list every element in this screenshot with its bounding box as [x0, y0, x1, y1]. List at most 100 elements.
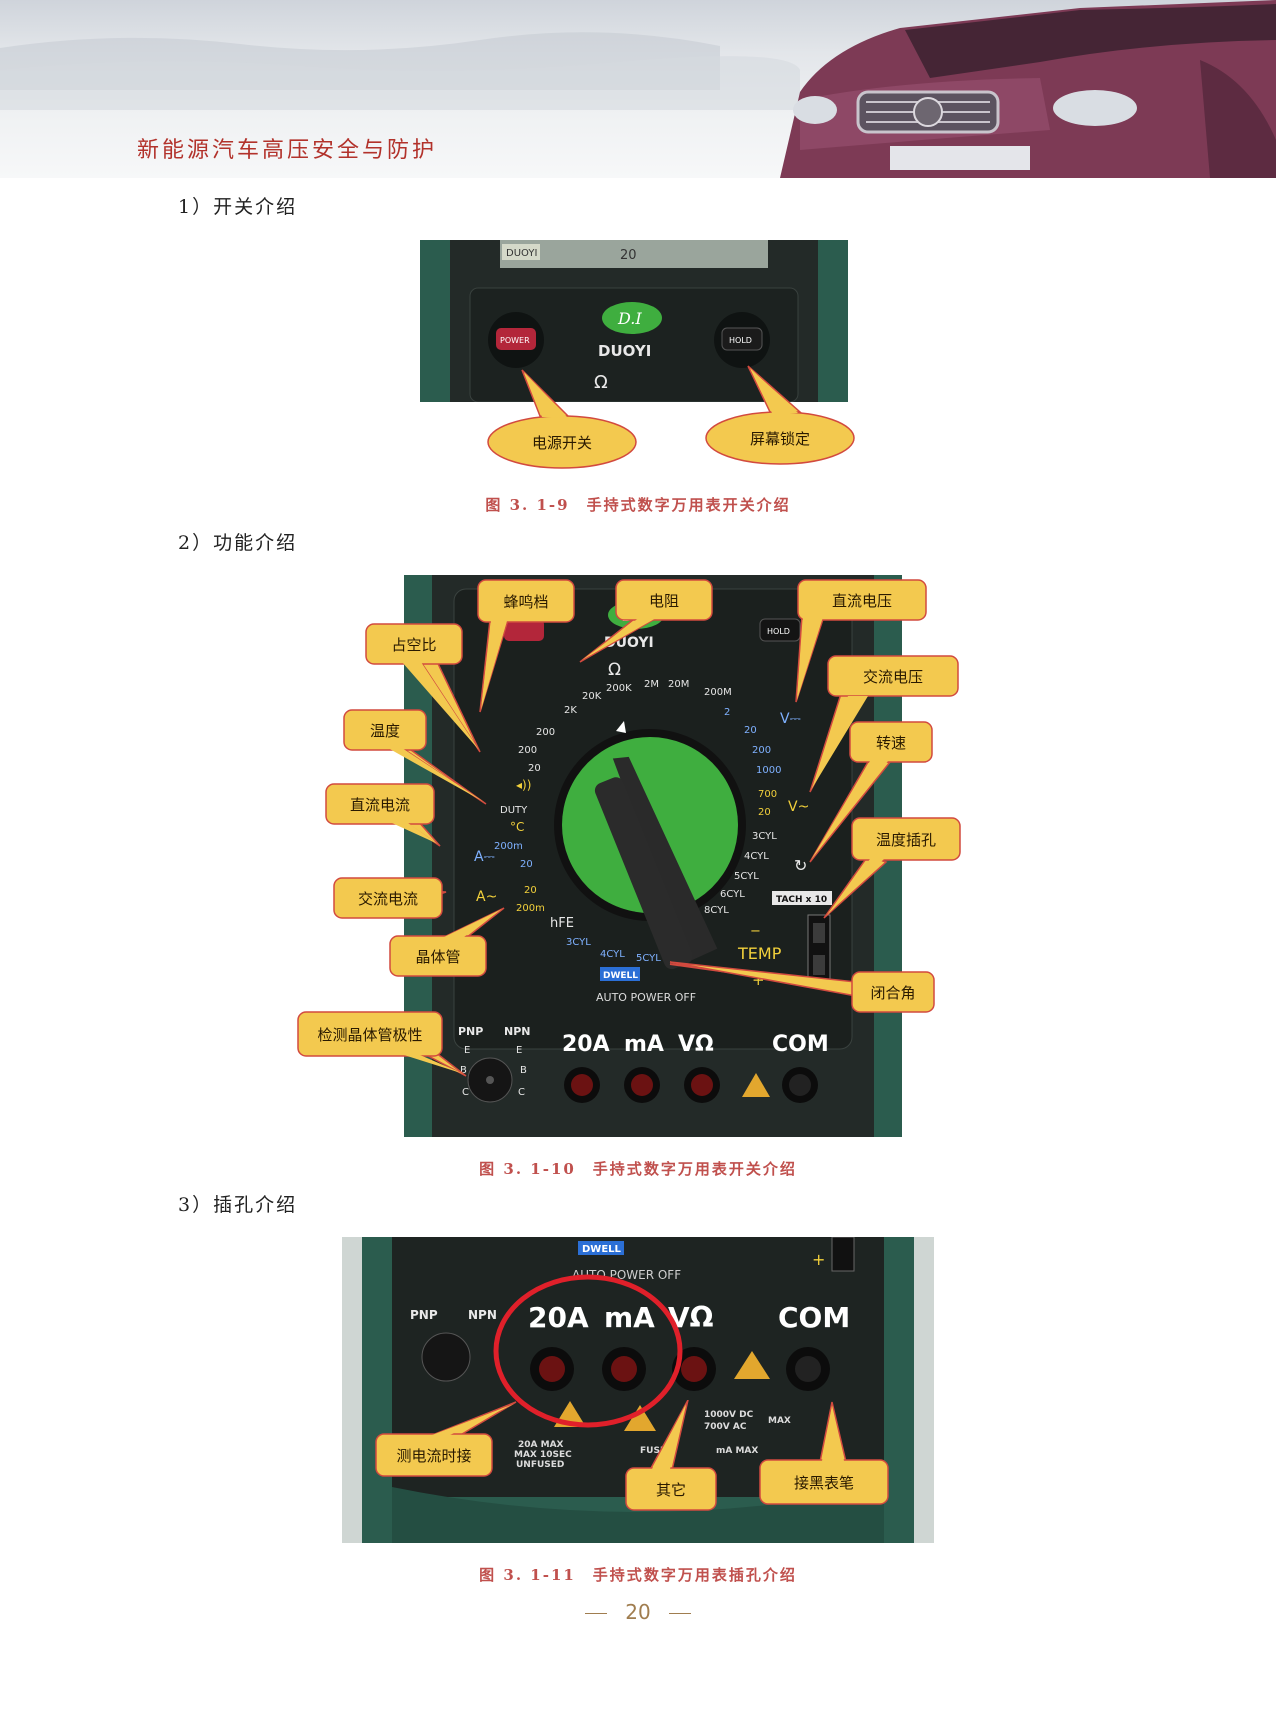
socket-e1: E — [464, 1045, 470, 1056]
figure1-callouts: 电源开关 屏幕锁定 — [487, 365, 855, 469]
figure2-callouts: .cb{fill:#f3c94f;stroke:#d24a3f;stroke-w… — [297, 579, 961, 1077]
callout-dc-current: 直流电流 — [325, 783, 441, 847]
car-illustration — [780, 0, 1276, 178]
rpm-icon: ↻ — [794, 856, 807, 875]
acv-range-700: 700 — [758, 789, 777, 800]
figure3-callouts: 测电流时接 其它 接黑表笔 — [375, 1400, 889, 1511]
temp-minus: − — [750, 924, 761, 939]
jack-v-ohm[interactable] — [691, 1074, 713, 1096]
callout-ac-current: 交流电流 — [333, 877, 447, 919]
jack-20a[interactable] — [571, 1074, 593, 1096]
acv-range-20: 20 — [758, 807, 771, 818]
fig3-jack-20a[interactable] — [539, 1356, 565, 1382]
ohm-range-200m: 200M — [704, 687, 732, 698]
fig3-jack-label-com: COM — [778, 1301, 850, 1334]
duty-label: DUTY — [500, 805, 528, 816]
hold-label: HOLD — [767, 627, 790, 636]
section-title-jacks: 3）插孔介绍 — [178, 1194, 298, 1216]
fig3-jack-com[interactable] — [795, 1356, 821, 1382]
page-number-dash-right — [669, 1613, 692, 1614]
callout-dc-voltage: 直流电压 — [795, 579, 927, 703]
callout-transistor-test-text: 检测晶体管极性 — [317, 1026, 422, 1044]
callout-temp-jack: 温度插孔 — [823, 817, 961, 919]
jack-com[interactable] — [789, 1074, 811, 1096]
fig3-jack-v-ohm[interactable] — [681, 1356, 707, 1382]
brand-logo-text: D.I — [617, 309, 642, 328]
socket-c1: C — [462, 1087, 469, 1098]
callout-ac-voltage-text: 交流电压 — [863, 668, 923, 686]
callout-dwell-text: 闭合角 — [870, 984, 915, 1002]
cyl-3: 3CYL — [752, 831, 777, 842]
ohm-label: Ω — [608, 660, 621, 680]
figure1-caption: 图 3. 1-9 手持式数字万用表开关介绍 — [485, 496, 791, 514]
ohm-range-20k: 20K — [582, 691, 602, 702]
callout-dc-voltage-text: 直流电压 — [832, 592, 892, 610]
figure2-photo: HOLD D.I DUOYI Ω 200 2K 20K 200K 2M 20M … — [404, 575, 902, 1137]
callout-dc-current-text: 直流电流 — [350, 796, 410, 814]
page-number: 20 — [0, 1600, 1276, 1624]
callout-screen-lock-text: 屏幕锁定 — [750, 430, 810, 448]
jack-label-v-ohm: VΩ — [678, 1032, 714, 1057]
power-button[interactable] — [496, 328, 536, 350]
callout-ac-voltage: 交流电压 — [809, 655, 959, 793]
buzz-200: 200 — [518, 745, 537, 756]
meter-dial-illustration: HOLD D.I DUOYI Ω 200 2K 20K 200K 2M 20M … — [404, 575, 902, 1137]
bottom-cyl-3: 3CYL — [566, 937, 591, 948]
jack-label-ma: mA — [624, 1032, 664, 1057]
callout-resistance-text: 电阻 — [649, 592, 679, 610]
callout-transistor-test: 检测晶体管极性 — [297, 1011, 467, 1077]
pnp-label: PNP — [458, 1025, 483, 1038]
display-tag: DUOYI — [506, 248, 537, 259]
dcv-range-2: 2 — [724, 707, 730, 718]
fig3-ma-max: mA MAX — [716, 1446, 758, 1456]
highlight-circle — [493, 1274, 683, 1428]
bottom-cyl-5: 5CYL — [636, 953, 661, 964]
callout-power-switch: 电源开关 — [487, 369, 637, 469]
callout-dwell: 闭合角 — [669, 961, 935, 1013]
socket-b1: B — [460, 1065, 467, 1076]
aca-range-200m: 200m — [516, 903, 545, 914]
jack-ma[interactable] — [631, 1074, 653, 1096]
hfe-label: hFE — [550, 916, 574, 931]
callout-black-lead-text: 接黑表笔 — [794, 1474, 854, 1492]
dca-symbol: A⎓ — [474, 849, 495, 865]
display-value: 20 — [620, 248, 637, 263]
fig3-max: MAX — [768, 1416, 791, 1426]
callout-ac-current-text: 交流电流 — [358, 890, 418, 908]
hold-button-label: HOLD — [729, 336, 752, 345]
buzzer-icon: ◂)) — [516, 778, 531, 792]
temp-label: TEMP — [737, 944, 782, 963]
dcv-range-20: 20 — [744, 725, 757, 736]
fig3-plus: + — [812, 1250, 825, 1269]
callout-duty: 占空比 — [365, 623, 481, 753]
book-title: 新能源汽车高压安全与防护 — [137, 138, 438, 163]
callout-duty-text: 占空比 — [391, 636, 436, 654]
callout-screen-lock: 屏幕锁定 — [705, 365, 855, 465]
callout-other-text: 其它 — [656, 1481, 686, 1499]
socket-c2: C — [518, 1087, 525, 1098]
ohm-range-200k: 200K — [606, 683, 632, 694]
cyl-8: 8CYL — [704, 905, 729, 916]
callout-current-jack: 测电流时接 — [375, 1401, 517, 1477]
callout-rpm-text: 转速 — [876, 734, 906, 752]
jack-label-20a: 20A — [562, 1032, 610, 1057]
dcv-symbol: V⎓ — [780, 711, 801, 727]
fig3-fuse-volt-line2: 700V AC — [704, 1422, 747, 1432]
power-button-label: POWER — [500, 336, 530, 345]
callout-temperature: 温度 — [343, 709, 487, 805]
aca-symbol: A~ — [476, 889, 497, 905]
figure1-photo: DUOYI 20 POWER HOLD D.I DUOYI Ω — [420, 240, 848, 402]
ohm-range-2m: 2M — [644, 679, 659, 690]
brand-logo — [602, 302, 662, 334]
header-decoration — [0, 0, 1276, 178]
hold-button[interactable] — [721, 327, 763, 351]
fig3-fuse-volt-line1: 1000V DC — [704, 1410, 754, 1420]
npn-label: NPN — [504, 1025, 530, 1038]
fig3-jack-ma[interactable] — [611, 1356, 637, 1382]
dca-range-20: 20 — [520, 859, 533, 870]
socket-e2: E — [516, 1045, 522, 1056]
callout-transistor: 晶体管 — [389, 907, 505, 977]
socket-b2: B — [520, 1065, 527, 1076]
jack-label-com: COM — [772, 1032, 829, 1057]
header-banner — [0, 0, 1276, 178]
